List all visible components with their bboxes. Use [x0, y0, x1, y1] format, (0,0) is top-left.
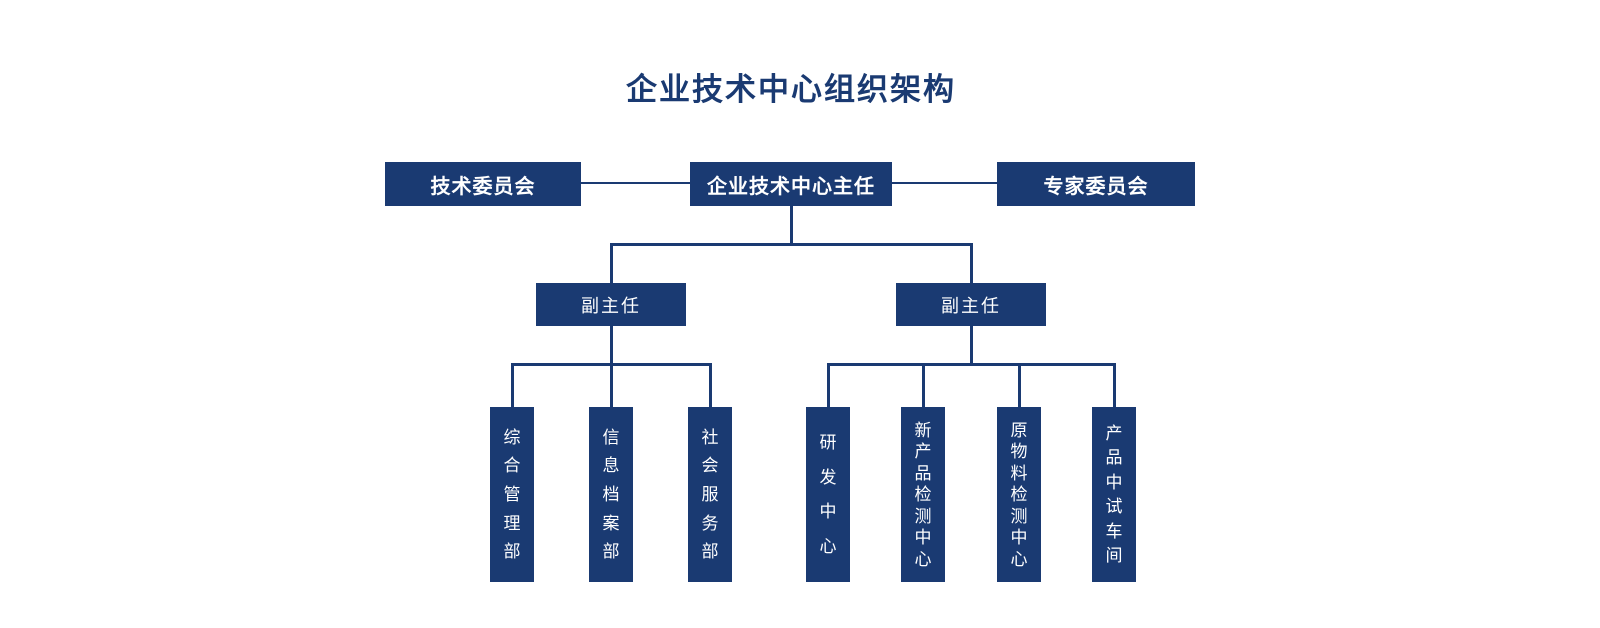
connector-dept-drop — [827, 363, 830, 407]
node-expert-committee: 专家委员会 — [997, 162, 1195, 206]
connector-director-to-expert-committee — [892, 182, 997, 184]
connector-dept-drop — [709, 363, 712, 407]
connector-right-branch-drop — [970, 326, 973, 363]
connector-deputy-right-drop — [970, 243, 973, 283]
node-tech-committee: 技术委员会 — [385, 162, 581, 206]
connector-left-branch-drop — [610, 326, 613, 363]
connector-deputy-branch — [610, 243, 973, 246]
node-dept-new-product-testing: 新产品检测中心 — [901, 407, 945, 582]
node-dept-information-archives: 信息档案部 — [589, 407, 633, 582]
connector-dept-drop — [511, 363, 514, 407]
connector-director-to-tech-committee — [581, 182, 690, 184]
node-dept-social-services: 社会服务部 — [688, 407, 732, 582]
connector-right-departments-branch — [827, 363, 1115, 366]
connector-dept-drop — [922, 363, 925, 407]
connector-dept-drop — [1113, 363, 1116, 407]
connector-deputy-left-drop — [610, 243, 613, 283]
connector-dept-drop — [1018, 363, 1021, 407]
node-deputy-director-right: 副主任 — [896, 283, 1046, 326]
node-deputy-director-left: 副主任 — [536, 283, 686, 326]
node-dept-raw-material-testing: 原物料检测中心 — [997, 407, 1041, 582]
connector-director-drop — [790, 206, 793, 243]
node-dept-rd-center: 研发中心 — [806, 407, 850, 582]
page-title: 企业技术中心组织架构 — [626, 72, 956, 107]
node-center-director: 企业技术中心主任 — [690, 162, 892, 206]
node-dept-general-management: 综合管理部 — [490, 407, 534, 582]
node-dept-pilot-workshop: 产品中试车间 — [1092, 407, 1136, 582]
connector-dept-drop — [610, 363, 613, 407]
